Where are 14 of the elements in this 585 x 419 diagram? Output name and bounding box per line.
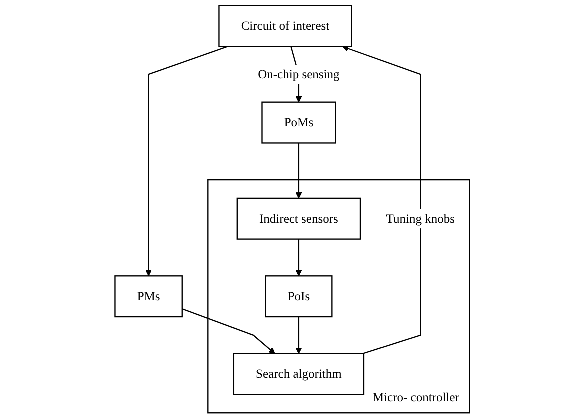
node-box: Indirect sensors <box>236 198 362 240</box>
edge-label: Tuning knobs <box>386 212 456 226</box>
node-box: Search algorithm <box>233 353 365 396</box>
arrow <box>296 239 302 276</box>
arrow <box>296 317 302 354</box>
edge-label: On-chip sensing <box>258 67 340 82</box>
arrow <box>146 46 228 276</box>
node-box: PMs <box>114 276 183 318</box>
arrow <box>342 46 422 354</box>
node-box: PoMs <box>262 102 336 144</box>
node-box: Circuit of interest <box>218 5 352 48</box>
arrow <box>182 308 276 354</box>
arrow <box>296 143 302 199</box>
node-box: PoIs <box>265 276 333 318</box>
